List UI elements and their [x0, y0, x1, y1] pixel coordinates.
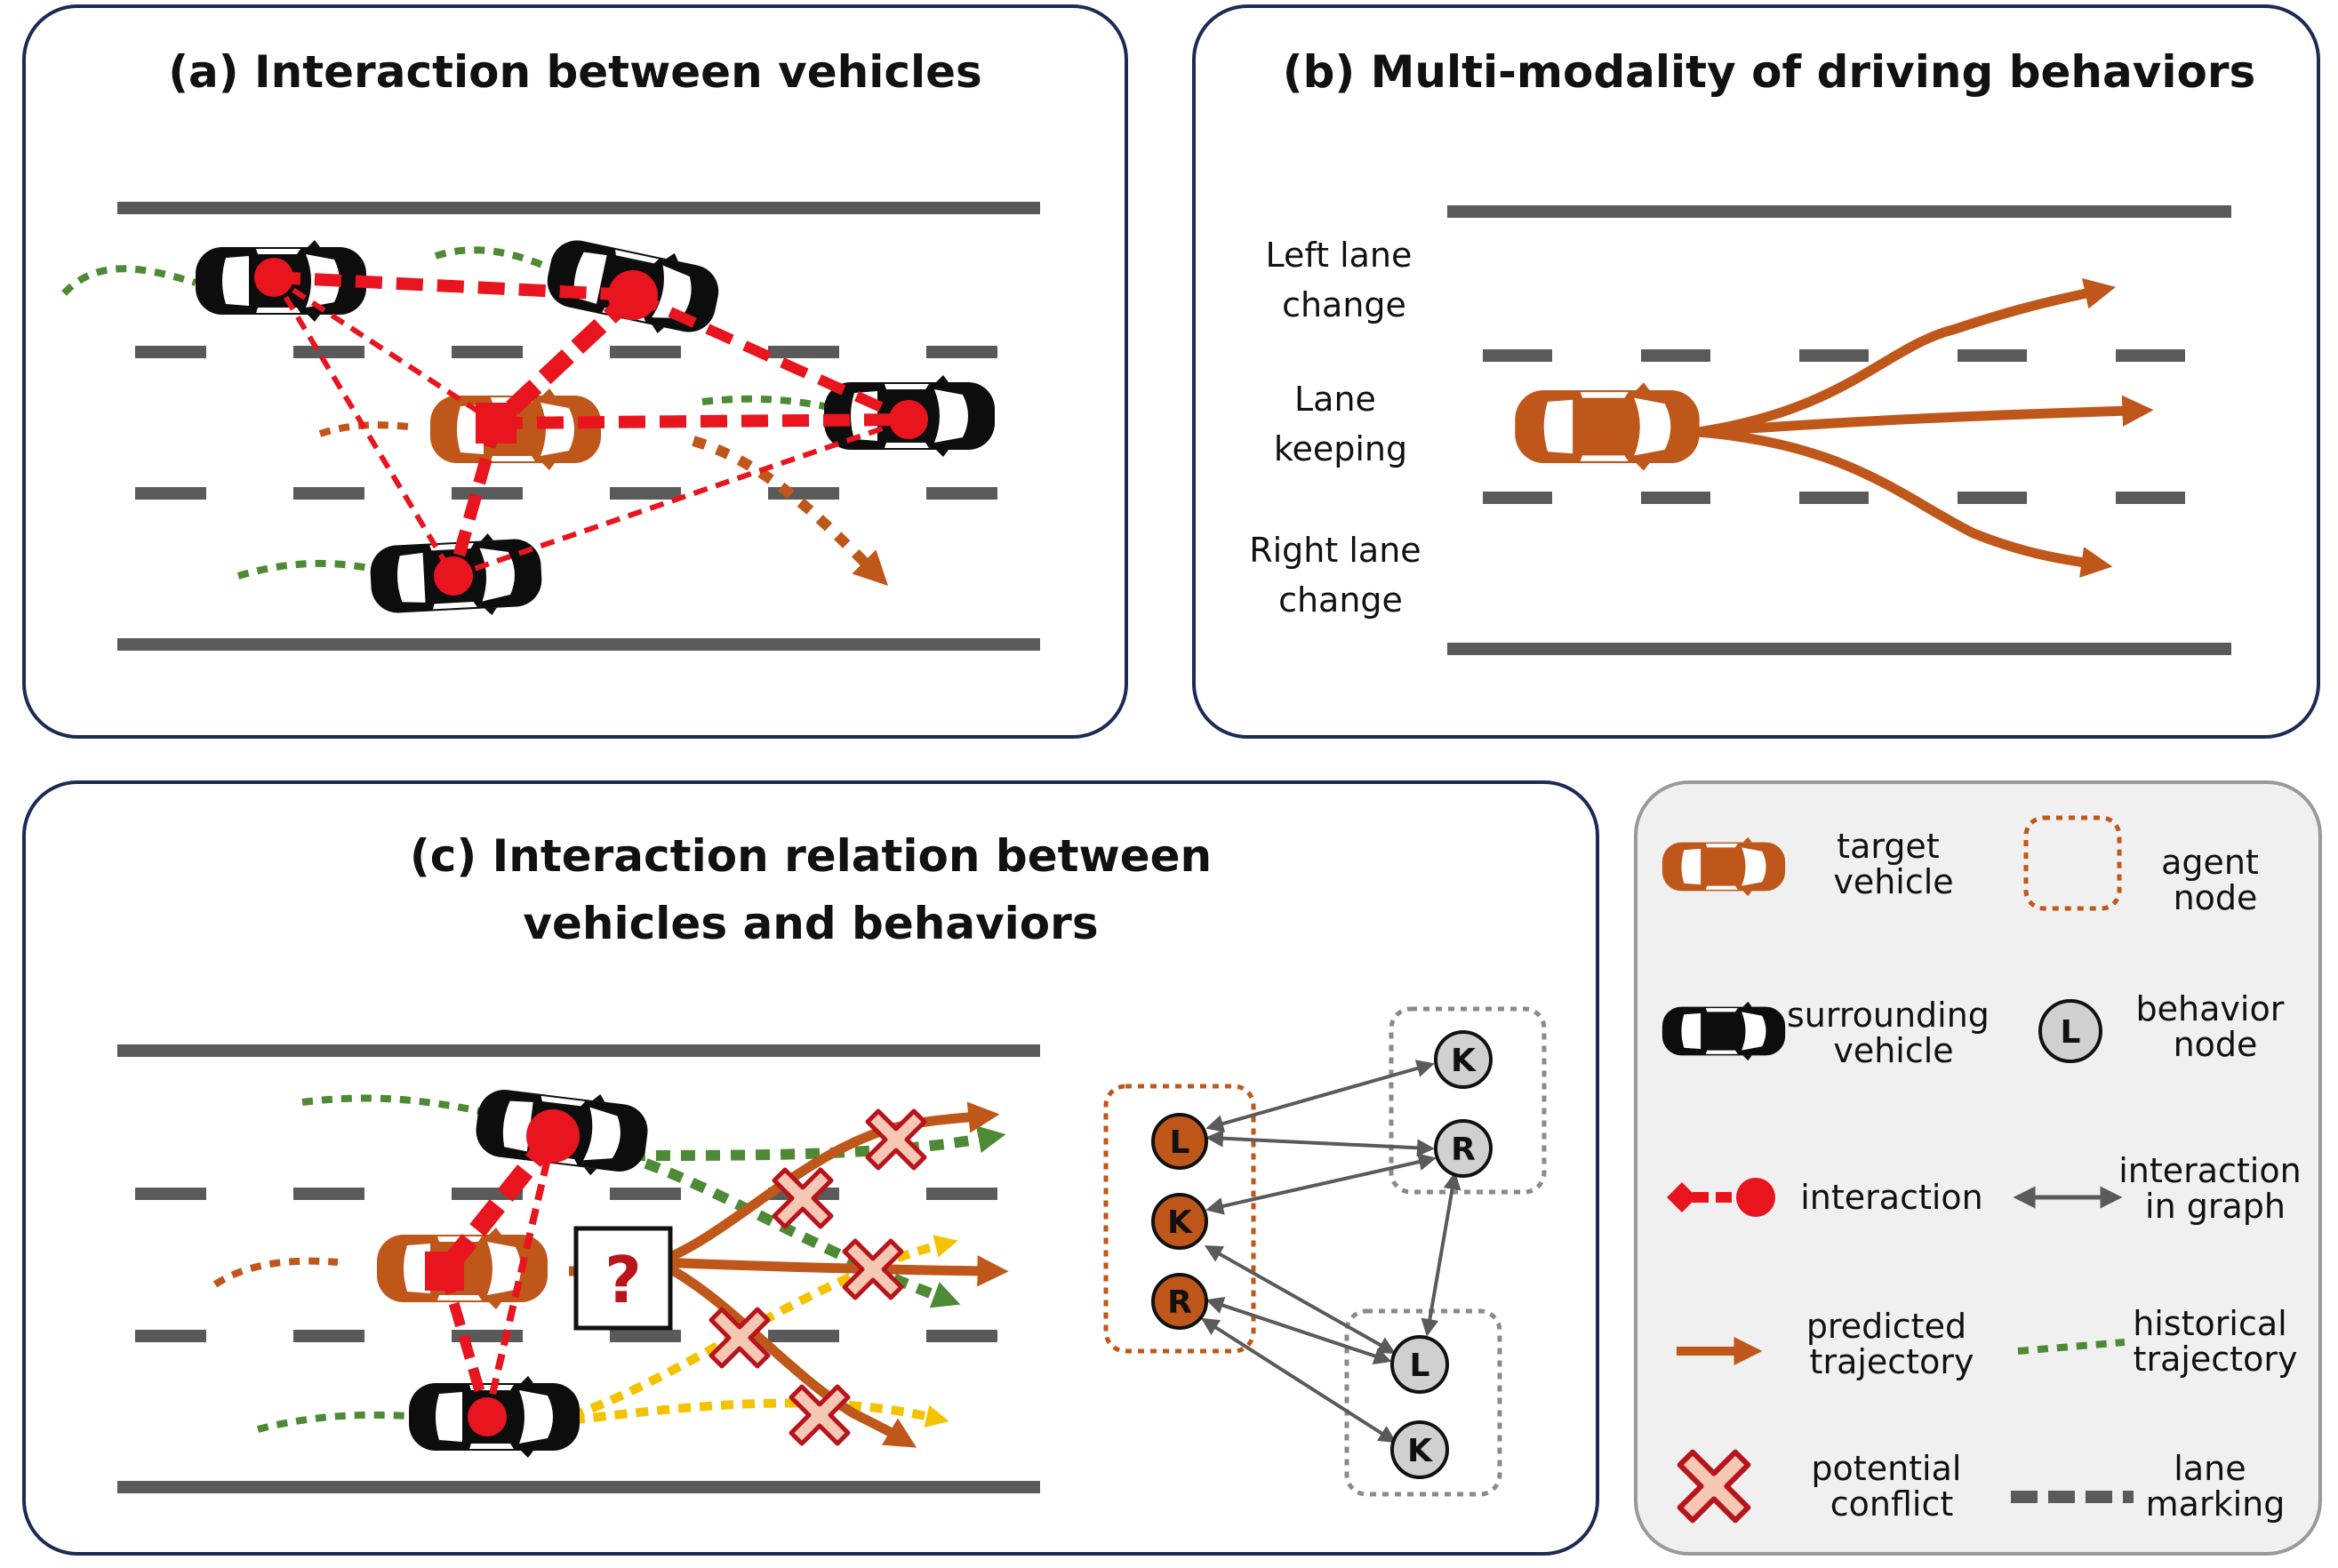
orange-future-left: [656, 1101, 1000, 1268]
target-vehicle-b: [1515, 382, 1700, 471]
panel-b: (b) Multi-modality of driving behaviors …: [1192, 4, 2320, 739]
panel-a-border: [22, 4, 1128, 739]
green-future-1: [630, 1125, 1006, 1161]
svg-text:R: R: [1451, 1132, 1476, 1168]
agent-node-L: L: [1151, 1113, 1208, 1170]
historical-trajectories-c: [212, 1094, 481, 1433]
orange-future-keep: [657, 1255, 1009, 1287]
panel-c-title-line1: (c) Interaction relation between: [410, 830, 1212, 882]
legend-agent-node-icon: [2023, 815, 2122, 911]
svg-text:R: R: [1167, 1284, 1192, 1321]
panel-b-title: (b) Multi-modality of driving behaviors: [1283, 46, 2256, 98]
panel-a-road: [117, 202, 1040, 651]
question-box: ?: [573, 1226, 673, 1331]
orange-future-right: [655, 1258, 917, 1448]
legend-agent-node-label: agent node: [2161, 843, 2270, 917]
history-car1: [61, 265, 197, 296]
green-future-2: [621, 1150, 961, 1308]
predicted-trajectory-a: [692, 436, 889, 587]
agent-node-box: [1103, 1084, 1256, 1354]
svg-text:L: L: [1170, 1124, 1190, 1161]
mode-keep-arrow: [1697, 395, 2154, 437]
svg-text:K: K: [1407, 1433, 1433, 1469]
agent-node-R: R: [1151, 1273, 1208, 1330]
behavior-node-K-lower: K: [1390, 1420, 1449, 1479]
legend-surrounding-vehicle-label: surrounding vehicle: [1787, 996, 2000, 1070]
label-lane-keeping: Lane keeping: [1274, 380, 1407, 468]
interaction-nodes-a: [254, 258, 928, 596]
legend-surrounding-vehicle-icon: [1661, 1001, 1786, 1061]
panel-c: (c) Interaction relation between vehicle…: [22, 780, 1599, 1556]
legend-target-vehicle-icon: [1661, 836, 1786, 897]
panel-c-title-line2: vehicles and behaviors: [523, 898, 1098, 949]
legend-interaction-label: interaction: [1800, 1178, 1983, 1217]
legend-predicted-trajectory-label: predicted trajectory: [1806, 1307, 1977, 1381]
legend-historical-trajectory-label: historical trajectory: [2133, 1304, 2298, 1379]
legend-behavior-node-label: behavior node: [2136, 989, 2295, 1064]
panel-b-border: [1192, 4, 2320, 739]
svg-text:K: K: [1167, 1204, 1193, 1241]
legend-interaction-icon: [1667, 1178, 1775, 1217]
label-right-lane-change: Right lane change: [1249, 531, 1432, 620]
yellow-future-1: [550, 1398, 949, 1428]
legend-potential-conflict-label: potential conflict: [1811, 1449, 1972, 1524]
behavior-node-L-lower: L: [1390, 1335, 1449, 1394]
agent-node-K: K: [1151, 1193, 1208, 1250]
interaction-edges-c: [436, 1130, 561, 1419]
behavior-node-R-upper: R: [1434, 1119, 1493, 1178]
panel-a: (a) Interaction between vehicles: [22, 4, 1128, 739]
interaction-edges-a: [271, 271, 911, 579]
interaction-nodes-c: [425, 1109, 580, 1436]
legend-lane-marking-label: lane marking: [2146, 1449, 2286, 1524]
interaction-graph: L K R K R L K: [1103, 1006, 1547, 1497]
mode-left-arrow: [1697, 278, 2117, 437]
history-car5: [236, 559, 374, 580]
svg-text:L: L: [2061, 1014, 2081, 1051]
mode-right-arrow: [1697, 427, 2113, 578]
legend-interaction-in-graph-label: interaction in graph: [2118, 1151, 2312, 1226]
legend-behavior-node-icon: L: [2038, 999, 2102, 1063]
behavior-node-K-upper: K: [1434, 1030, 1493, 1089]
legend: target vehicle agent node surrounding ve…: [1634, 780, 2322, 1556]
panel-c-road: [117, 1044, 1040, 1493]
svg-text:L: L: [1410, 1348, 1430, 1384]
svg-text:K: K: [1451, 1043, 1477, 1079]
panel-a-title: (a) Interaction between vehicles: [168, 46, 982, 98]
legend-box: [1634, 780, 2322, 1556]
question-mark: ?: [605, 1243, 642, 1317]
legend-target-vehicle-label: target vehicle: [1833, 827, 1953, 901]
label-left-lane-change: Left lane change: [1266, 236, 1423, 324]
panel-b-road: [1447, 205, 2231, 655]
predicted-modes: [1697, 278, 2154, 578]
graph-edges: [1200, 1060, 1461, 1444]
